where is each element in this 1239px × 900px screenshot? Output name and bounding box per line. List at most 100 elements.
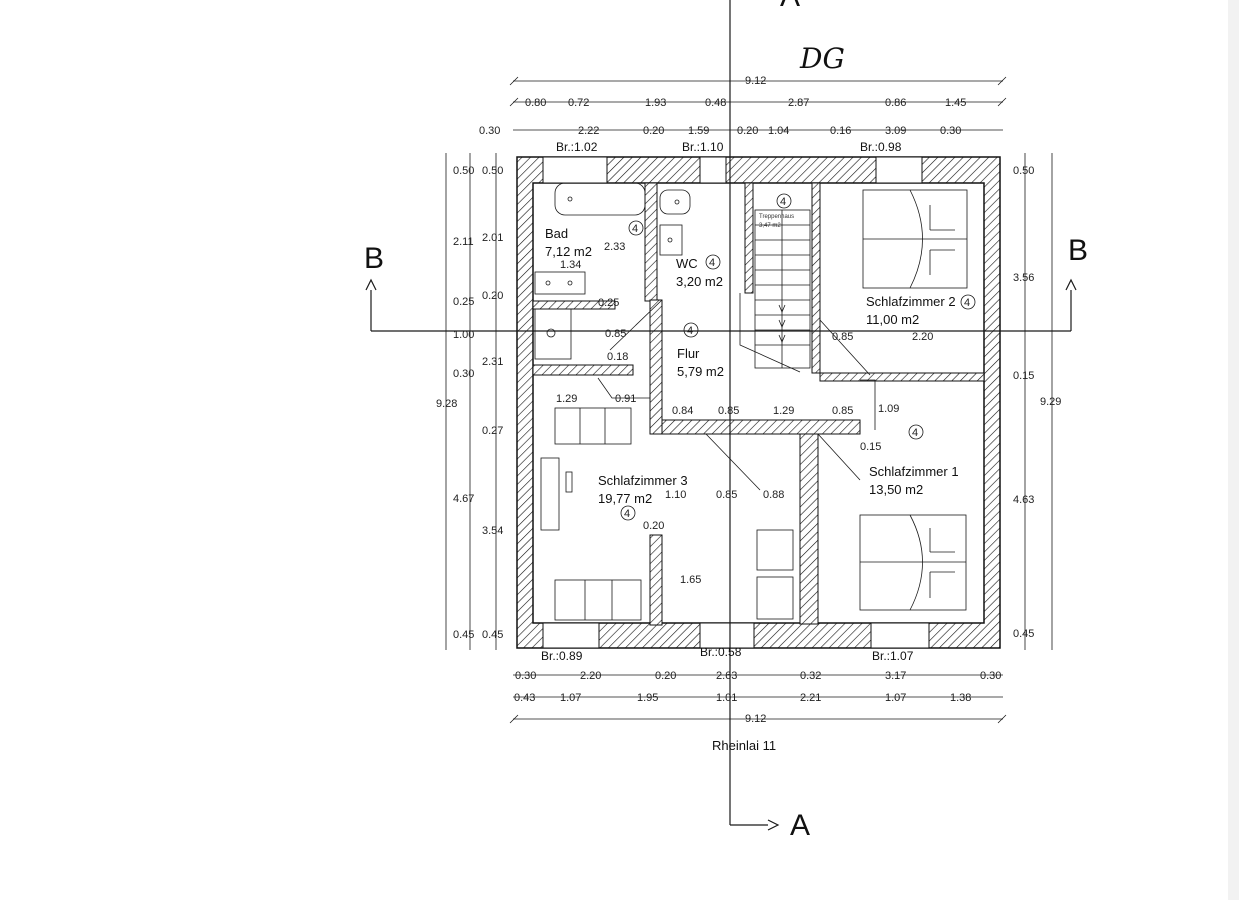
dim-top-row2: 0.20 [737,125,758,137]
svg-text:4: 4 [687,325,693,337]
dim-bottom-row2: 1.07 [885,692,906,704]
dim-left-outer: 1.00 [453,329,474,341]
section-lines [365,0,1077,831]
room-name-schlaf1: Schlafzimmer 1 [869,464,959,479]
dim-interior: 0.85 [605,328,626,340]
room-marker: 4 [908,424,924,440]
dim-bottom-row1: 0.30 [980,670,1001,682]
dim-bottom-row2: 1.07 [560,692,581,704]
dim-top-row1: 1.93 [645,97,666,109]
dim-right-inner: 0.45 [1013,628,1034,640]
dim-right-inner: 0.15 [1013,370,1034,382]
room-marker: 4 [776,193,792,209]
dim-top-row2: 1.04 [768,125,789,137]
staircase [754,209,811,369]
dim-interior: 0.85 [718,405,739,417]
window-label: Br.:0.98 [860,140,902,154]
window-label: Br.:1.02 [556,140,598,154]
section-a-bottom-label: A [790,809,810,842]
room-markers: 4 4 4 4 4 4 4 [620,193,976,521]
section-b-left-label: B [364,242,384,275]
dim-top-row2: 0.30 [940,125,961,137]
dim-bottom-row2: 0.43 [514,692,535,704]
dim-left-outer: 9.28 [436,398,457,410]
dim-interior: 0.85 [832,405,853,417]
dim-interior: 1.29 [556,393,577,405]
dim-interior: 1.09 [878,403,899,415]
svg-text:4: 4 [964,297,970,309]
window-label: Br.:1.10 [682,140,724,154]
window-label: Br.:0.58 [700,645,742,659]
stair-area: 3,47 m2 [759,223,781,229]
room-marker: 4 [960,294,976,310]
dim-top-row1: 0.86 [885,97,906,109]
dim-right-outer: 9.29 [1040,396,1061,408]
dim-left-outer: 0.30 [453,368,474,380]
dim-interior: 1.10 [665,489,686,501]
dim-left-inner: 0.20 [482,290,503,302]
room-marker: 4 [705,254,721,270]
dim-bottom-total: 9.12 [745,713,766,725]
dim-interior: 2.33 [604,241,625,253]
room-marker: 4 [628,220,644,236]
room-name-bad: Bad [545,226,568,241]
dim-interior: 0.91 [615,393,636,405]
window-label: Br.:1.07 [872,649,914,663]
dim-top-row2: 3.09 [885,125,906,137]
interior-walls [532,182,985,626]
dim-bottom-row2: 1.95 [637,692,658,704]
dim-interior: 1.65 [680,574,701,586]
dim-left-inner: 2.31 [482,356,503,368]
room-name-schlaf3: Schlafzimmer 3 [598,473,688,488]
dim-bottom-row1: 0.32 [800,670,821,682]
dim-left-inner: 0.50 [482,165,503,177]
svg-text:4: 4 [780,196,786,208]
window-label: Br.:0.89 [541,649,583,663]
dim-top-row2: 0.20 [643,125,664,137]
dim-interior: 0.84 [672,405,693,417]
dim-interior: 0.85 [832,331,853,343]
room-area-wc: 3,20 m2 [676,274,723,289]
address-label: Rheinlai 11 [712,738,776,753]
window-openings [542,156,930,649]
dim-interior: 1.29 [773,405,794,417]
dim-bottom-row2: 1.01 [716,692,737,704]
dim-interior: 0.18 [607,351,628,363]
dim-interior: 0.20 [643,520,664,532]
paper-edge [1228,0,1239,900]
dim-top-row1: 0.48 [705,97,726,109]
room-area-flur: 5,79 m2 [677,364,724,379]
svg-text:4: 4 [624,508,630,520]
room-area-schlaf1: 13,50 m2 [869,482,923,497]
dim-left-outer: 0.45 [453,629,474,641]
dim-left-outer: 0.50 [453,165,474,177]
dim-top-row2: 1.59 [688,125,709,137]
dim-bottom-row1: 0.30 [515,670,536,682]
dim-interior: 0.15 [860,441,881,453]
dim-bottom-row1: 3.17 [885,670,906,682]
dim-right-inner: 3.56 [1013,272,1034,284]
dim-left-inner: 0.45 [482,629,503,641]
dim-left-outer: 0.25 [453,296,474,308]
window-labels: Br.:1.02 Br.:1.10 Br.:0.98 Br.:0.89 Br.:… [541,140,914,663]
svg-text:4: 4 [709,257,715,269]
dim-bottom-row2: 2.21 [800,692,821,704]
room-name-flur: Flur [677,346,700,361]
dim-top-total: 9.12 [745,75,766,87]
section-a-top-label: A [780,0,800,13]
dim-left-inner: 0.27 [482,425,503,437]
dim-top-row1: 0.80 [525,97,546,109]
dim-interior: 0.88 [763,489,784,501]
dim-top-row1: 1.45 [945,97,966,109]
dim-bottom-row1: 0.20 [655,670,676,682]
outer-walls [516,156,1001,649]
dim-bottom-row1: 2.20 [580,670,601,682]
dimension-labels: 9.12 0.80 0.72 1.93 0.48 2.87 0.86 1.45 … [436,75,1061,725]
dim-right-inner: 4.63 [1013,494,1034,506]
svg-text:4: 4 [912,427,918,439]
dim-top-row2: 0.30 [479,125,500,137]
stair-label: Treppenhaus [759,214,794,220]
dim-interior: 0.85 [716,489,737,501]
dim-top-row2: 0.16 [830,125,851,137]
